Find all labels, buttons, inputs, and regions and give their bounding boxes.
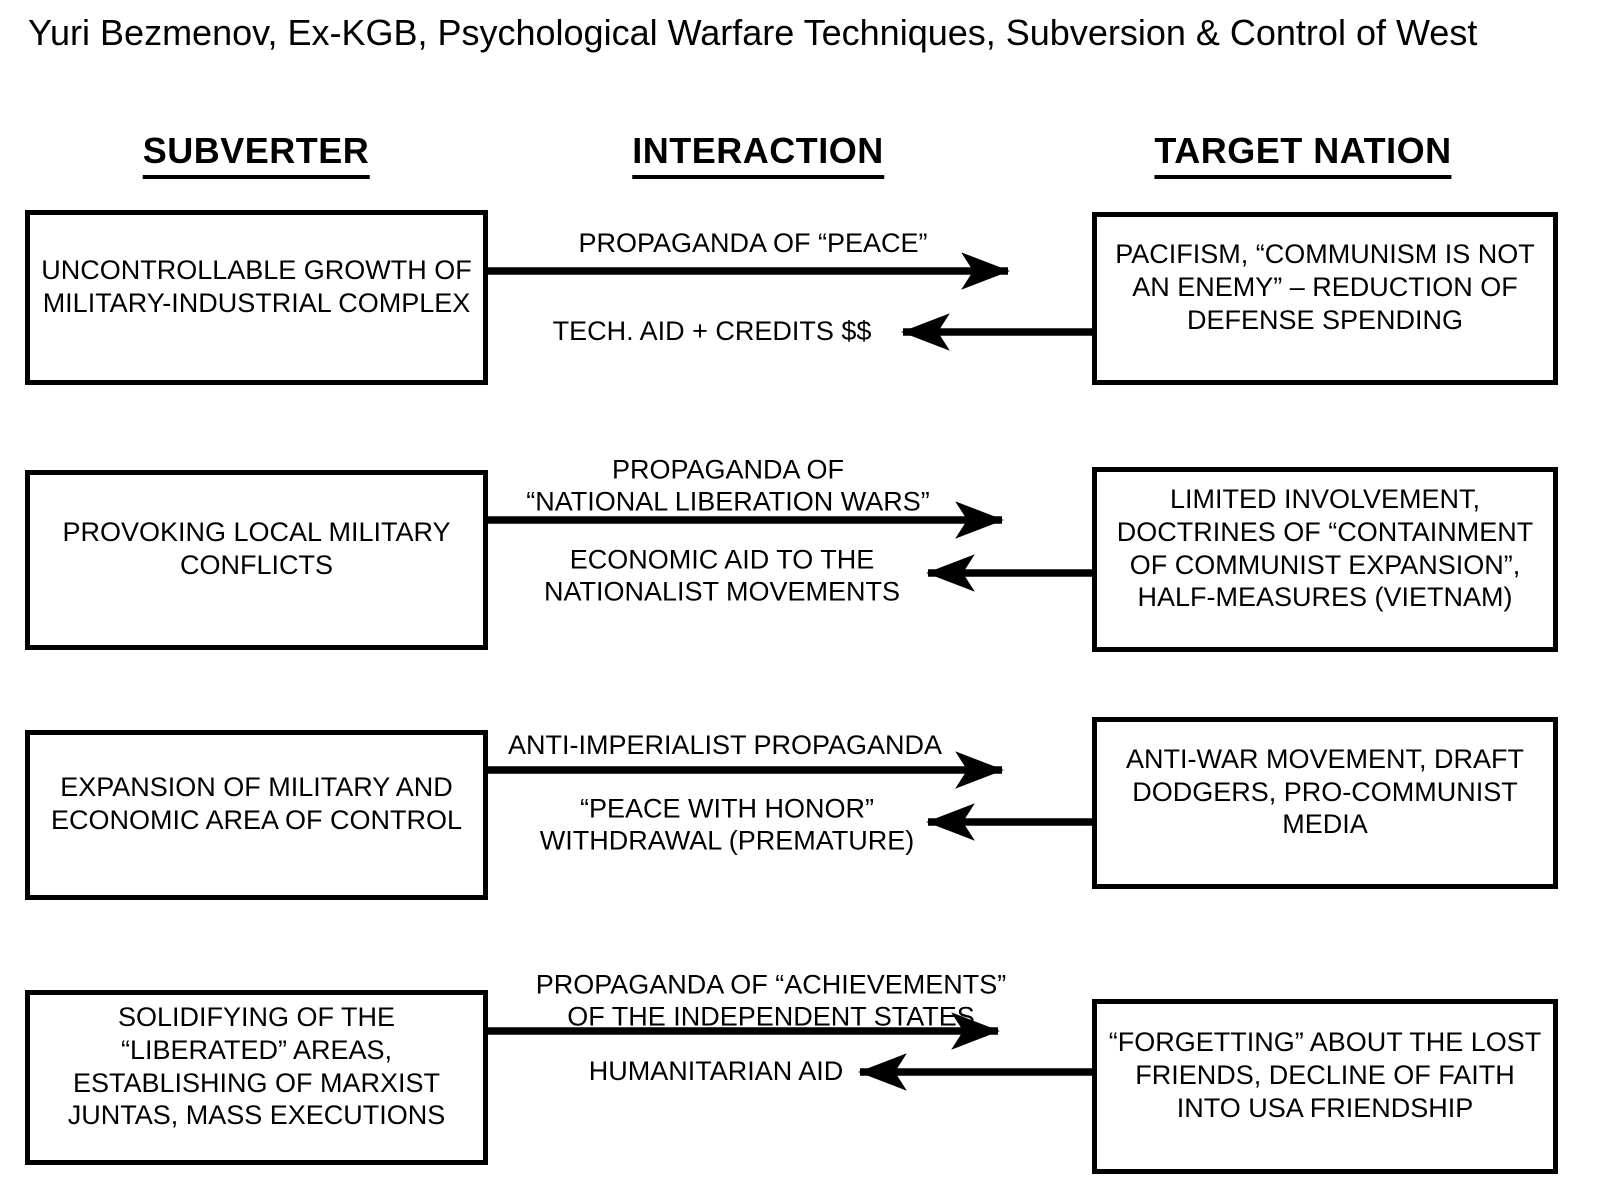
column-header-target-nation: TARGET NATION xyxy=(1154,130,1452,179)
target-box-row3: ANTI-WAR MOVEMENT, DRAFT DODGERS, PRO-CO… xyxy=(1092,717,1558,889)
interaction-to-target-label-row2: PROPAGANDA OF “NATIONAL LIBERATION WARS” xyxy=(526,454,930,517)
interaction-to-subverter-label-row4: HUMANITARIAN AID xyxy=(588,1055,844,1086)
subverter-box-row4: SOLIDIFYING OF THE “LIBERATED” AREAS, ES… xyxy=(25,990,488,1165)
interaction-to-subverter-label-row1: TECH. AID + CREDITS $$ xyxy=(552,315,872,346)
interaction-to-target-label-row1: PROPAGANDA OF “PEACE” xyxy=(578,227,928,258)
subverter-box-row1: UNCONTROLLABLE GROWTH OF MILITARY-INDUST… xyxy=(25,210,488,385)
interaction-to-target-label-row4: PROPAGANDA OF “ACHIEVEMENTS” OF THE INDE… xyxy=(535,969,1007,1032)
target-box-row2: LIMITED INVOLVEMENT, DOCTRINES OF “CONTA… xyxy=(1092,467,1558,652)
target-box-row1: PACIFISM, “COMMUNISM IS NOT AN ENEMY” – … xyxy=(1092,212,1558,385)
interaction-to-target-label-row3: ANTI-IMPERIALIST PROPAGANDA xyxy=(507,729,943,760)
target-box-row4: “FORGETTING” ABOUT THE LOST FRIENDS, DEC… xyxy=(1092,999,1558,1174)
column-header-interaction: INTERACTION xyxy=(632,130,884,179)
subverter-box-row2: PROVOKING LOCAL MILITARY CONFLICTS xyxy=(25,470,488,650)
interaction-to-subverter-label-row3: “PEACE WITH HONOR” WITHDRAWAL (PREMATURE… xyxy=(539,793,915,856)
column-header-subverter: SUBVERTER xyxy=(142,130,370,179)
interaction-to-subverter-label-row2: ECONOMIC AID TO THE NATIONALIST MOVEMENT… xyxy=(543,544,901,607)
subverter-box-row3: EXPANSION OF MILITARY AND ECONOMIC AREA … xyxy=(25,730,488,900)
diagram-title: Yuri Bezmenov, Ex-KGB, Psychological War… xyxy=(28,12,1478,53)
